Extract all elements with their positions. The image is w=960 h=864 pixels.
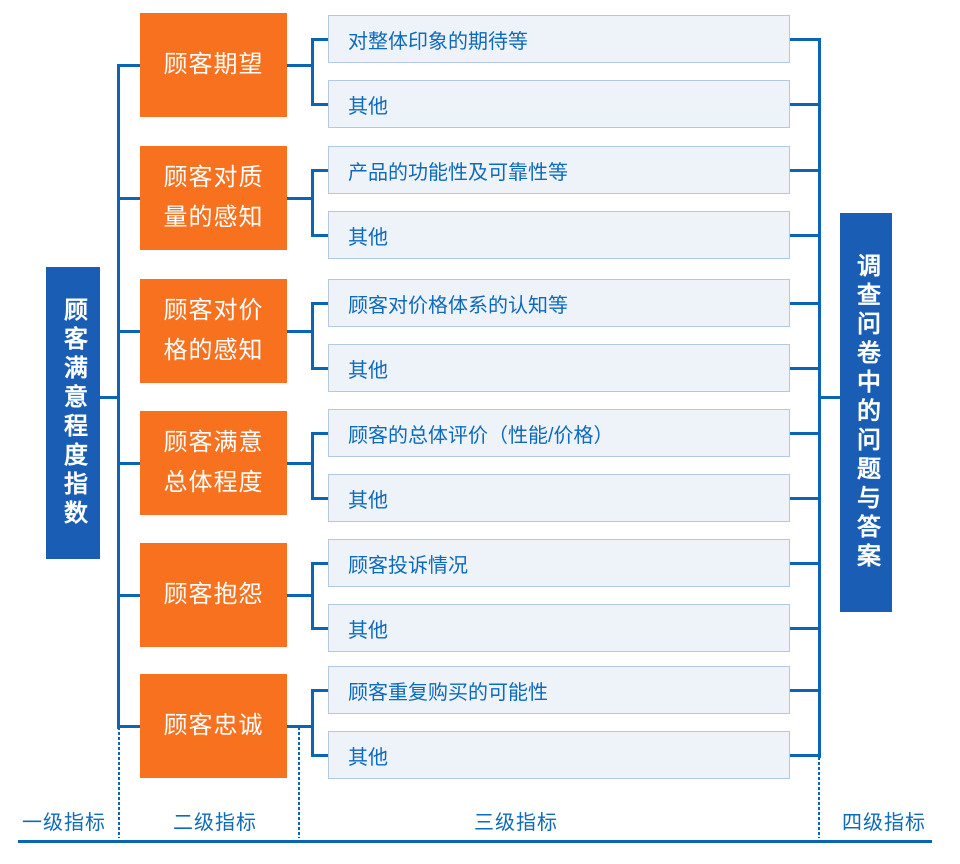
level3-other-box: 其他 xyxy=(328,344,790,392)
level3-other-box: 其他 xyxy=(328,80,790,128)
level4-box: 调查问卷中的问题与答案 xyxy=(840,213,892,612)
column-divider-dotted xyxy=(298,727,300,838)
level3-item-box: 产品的功能性及可靠性等 xyxy=(328,146,790,194)
level2-label: 顾客期望 xyxy=(163,51,264,78)
connector xyxy=(287,725,314,728)
level2-label: 顾客对价 格的感知 xyxy=(163,297,264,364)
level3-item-label: 顾客的总体评价（性能/价格） xyxy=(348,424,614,447)
level3-other-label: 其他 xyxy=(348,489,388,512)
connector xyxy=(790,432,821,435)
level4-connector xyxy=(818,396,840,399)
connector xyxy=(790,103,821,106)
connector xyxy=(790,754,821,757)
connector xyxy=(311,754,328,757)
bracket-connector xyxy=(311,689,314,757)
level3-item-label: 顾客对价格体系的认知等 xyxy=(348,294,568,317)
bracket-connector xyxy=(311,38,314,106)
level3-other-box: 其他 xyxy=(328,474,790,522)
footer-label-level1: 一级指标 xyxy=(22,812,106,834)
level3-item-box: 顾客对价格体系的认知等 xyxy=(328,279,790,327)
level3-item-box: 对整体印象的期待等 xyxy=(328,15,790,63)
connector xyxy=(311,627,328,630)
level2-label: 顾客忠诚 xyxy=(163,712,264,739)
connector xyxy=(311,234,328,237)
level2-box: 顾客对质 量的感知 xyxy=(140,146,287,250)
connector xyxy=(117,330,140,333)
level2-box: 顾客对价 格的感知 xyxy=(140,279,287,383)
connector xyxy=(117,594,140,597)
connector xyxy=(117,725,140,728)
connector xyxy=(311,302,328,305)
connector xyxy=(117,197,140,200)
level3-other-label: 其他 xyxy=(348,746,388,769)
connector xyxy=(311,367,328,370)
level2-box: 顾客抱怨 xyxy=(140,543,287,647)
level3-other-label: 其他 xyxy=(348,95,388,118)
level3-item-box: 顾客重复购买的可能性 xyxy=(328,666,790,714)
level3-other-label: 其他 xyxy=(348,359,388,382)
level1-label: 顾客满意程度指数 xyxy=(59,297,87,529)
level3-item-box: 顾客的总体评价（性能/价格） xyxy=(328,409,790,457)
level3-other-box: 其他 xyxy=(328,211,790,259)
connector xyxy=(790,627,821,630)
connector xyxy=(790,234,821,237)
column-divider-dotted xyxy=(118,727,120,838)
connector xyxy=(117,64,140,67)
connector xyxy=(311,432,328,435)
connector xyxy=(287,197,314,200)
level3-item-label: 对整体印象的期待等 xyxy=(348,30,528,53)
level3-other-box: 其他 xyxy=(328,731,790,779)
connector xyxy=(790,302,821,305)
level2-box: 顾客忠诚 xyxy=(140,674,287,778)
footer-label-level2: 二级指标 xyxy=(173,812,257,834)
connector xyxy=(311,689,328,692)
connector xyxy=(790,497,821,500)
level3-other-label: 其他 xyxy=(348,226,388,249)
connector xyxy=(311,562,328,565)
level4-label: 调查问卷中的问题与答案 xyxy=(852,253,880,572)
level3-other-box: 其他 xyxy=(328,604,790,652)
connector xyxy=(311,169,328,172)
level1-box: 顾客满意程度指数 xyxy=(46,267,100,559)
bracket-connector xyxy=(311,562,314,630)
level3-item-box: 顾客投诉情况 xyxy=(328,539,790,587)
connector xyxy=(287,330,314,333)
connector xyxy=(790,169,821,172)
connector xyxy=(287,462,314,465)
level2-box: 顾客满意 总体程度 xyxy=(140,411,287,515)
connector xyxy=(790,689,821,692)
connector xyxy=(790,367,821,370)
level2-label: 顾客对质 量的感知 xyxy=(163,164,264,231)
level2-label: 顾客满意 总体程度 xyxy=(163,429,264,496)
connector xyxy=(287,594,314,597)
level3-other-label: 其他 xyxy=(348,619,388,642)
connector xyxy=(790,562,821,565)
connector xyxy=(311,38,328,41)
level1-connector xyxy=(100,396,120,399)
level2-box: 顾客期望 xyxy=(140,13,287,117)
baseline xyxy=(18,840,932,843)
connector xyxy=(287,64,314,67)
connector xyxy=(117,462,140,465)
footer-label-level4: 四级指标 xyxy=(842,812,926,834)
footer-label-level3: 三级指标 xyxy=(474,812,558,834)
connector xyxy=(790,38,821,41)
level2-label: 顾客抱怨 xyxy=(163,581,264,608)
connector xyxy=(311,497,328,500)
level3-item-label: 顾客重复购买的可能性 xyxy=(348,681,548,704)
bracket-connector xyxy=(311,432,314,500)
column-divider-dotted xyxy=(818,757,820,838)
bracket-connector xyxy=(311,302,314,370)
level3-item-label: 顾客投诉情况 xyxy=(348,554,468,577)
bracket-connector xyxy=(311,169,314,237)
level3-item-label: 产品的功能性及可靠性等 xyxy=(348,161,568,184)
connector xyxy=(311,103,328,106)
